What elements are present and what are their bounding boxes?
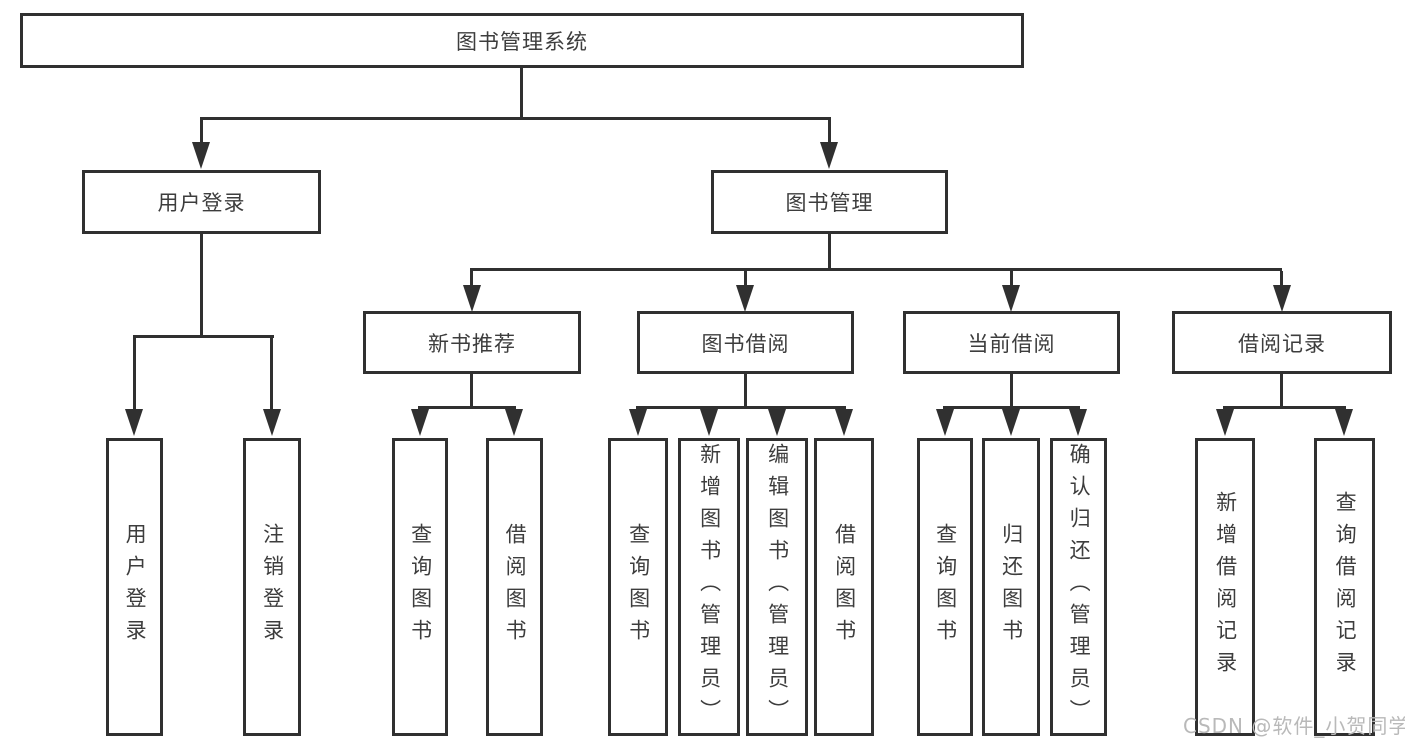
leaf-borrow-query-books: 查询图书 — [608, 438, 668, 736]
arrow-down-icon — [629, 409, 647, 436]
node-label: 当前借阅 — [967, 331, 1056, 356]
connector-line — [470, 373, 473, 409]
connector-line — [200, 234, 203, 338]
connector-line — [1010, 271, 1013, 287]
node-label: 图书管理 — [785, 191, 874, 215]
arrow-down-icon — [936, 409, 954, 436]
arrow-down-icon — [1216, 409, 1234, 436]
connector-line — [520, 68, 523, 120]
node-label: 图书借阅 — [701, 331, 790, 356]
leaf-label: 新增图书（管理员） — [697, 443, 722, 731]
leaf-label: 注销登录 — [260, 523, 285, 651]
leaf-borrow-edit-books-admin: 编辑图书（管理员） — [746, 438, 808, 736]
arrow-down-icon — [1335, 409, 1353, 436]
connector-line — [828, 234, 831, 271]
leaf-label: 确认归还（管理员） — [1067, 443, 1092, 731]
arrow-down-icon — [1273, 285, 1291, 312]
leaf-label: 查询借阅记录 — [1333, 491, 1358, 683]
leaf-label: 查询图书 — [408, 523, 433, 651]
leaf-records-add-borrow-record: 新增借阅记录 — [1195, 438, 1255, 736]
arrow-down-icon — [463, 285, 481, 312]
arrow-down-icon — [411, 409, 429, 436]
node-label: 图书管理系统 — [456, 29, 588, 54]
connector-line — [200, 120, 203, 146]
arrow-down-icon — [192, 142, 210, 169]
node-book-borrowing: 图书借阅 — [637, 311, 854, 374]
leaf-records-query-borrow-record: 查询借阅记录 — [1314, 438, 1375, 736]
leaf-label: 借阅图书 — [503, 523, 528, 651]
leaf-newbook-query-books: 查询图书 — [392, 438, 448, 736]
node-new-book-recommend: 新书推荐 — [363, 311, 581, 374]
leaf-label: 归还图书 — [999, 523, 1024, 651]
leaf-label: 用户登录 — [123, 523, 148, 651]
arrow-down-icon — [768, 409, 786, 436]
connector-line — [133, 335, 274, 338]
node-user-login: 用户登录 — [82, 170, 321, 234]
connector-line — [418, 406, 516, 409]
arrow-down-icon — [700, 409, 718, 436]
arrow-down-icon — [125, 409, 143, 436]
leaf-label: 查询图书 — [933, 523, 958, 651]
arrow-down-icon — [736, 285, 754, 312]
arrow-down-icon — [263, 409, 281, 436]
leaf-user-login: 用户登录 — [106, 438, 163, 736]
leaf-current-confirm-return-admin: 确认归还（管理员） — [1050, 438, 1107, 736]
connector-line — [470, 268, 1282, 271]
connector-line — [1223, 406, 1346, 409]
node-book-management: 图书管理 — [711, 170, 948, 234]
leaf-newbook-borrow-books: 借阅图书 — [486, 438, 543, 736]
arrow-down-icon — [835, 409, 853, 436]
connector-line — [1280, 271, 1283, 287]
leaf-label: 查询图书 — [626, 523, 651, 651]
connector-line — [1280, 373, 1283, 409]
connector-line — [270, 338, 273, 410]
node-label: 用户登录 — [157, 191, 246, 215]
node-label: 新书推荐 — [428, 331, 516, 356]
leaf-current-query-books: 查询图书 — [917, 438, 973, 736]
connector-line — [744, 271, 747, 287]
connector-line — [943, 406, 1080, 409]
arrow-down-icon — [820, 142, 838, 169]
connector-line — [636, 406, 846, 409]
node-current-borrowing: 当前借阅 — [903, 311, 1120, 374]
leaf-label: 新增借阅记录 — [1213, 491, 1238, 683]
node-borrow-records: 借阅记录 — [1172, 311, 1392, 374]
arrow-down-icon — [505, 409, 523, 436]
arrow-down-icon — [1069, 409, 1087, 436]
leaf-logout: 注销登录 — [243, 438, 301, 736]
arrow-down-icon — [1002, 409, 1020, 436]
csdn-watermark: CSDN @软件_小贺同学 — [1183, 714, 1405, 738]
leaf-current-return-books: 归还图书 — [982, 438, 1040, 736]
leaf-label: 借阅图书 — [832, 523, 857, 651]
node-library-system: 图书管理系统 — [20, 13, 1024, 68]
connector-line — [200, 117, 831, 120]
connector-line — [1010, 373, 1013, 409]
connector-line — [470, 271, 473, 287]
connector-line — [744, 373, 747, 409]
connector-line — [828, 120, 831, 146]
arrow-down-icon — [1002, 285, 1020, 312]
leaf-label: 编辑图书（管理员） — [765, 443, 790, 731]
leaf-borrow-borrow-books: 借阅图书 — [814, 438, 874, 736]
leaf-borrow-add-books-admin: 新增图书（管理员） — [678, 438, 740, 736]
connector-line — [133, 338, 136, 410]
node-label: 借阅记录 — [1238, 331, 1326, 356]
